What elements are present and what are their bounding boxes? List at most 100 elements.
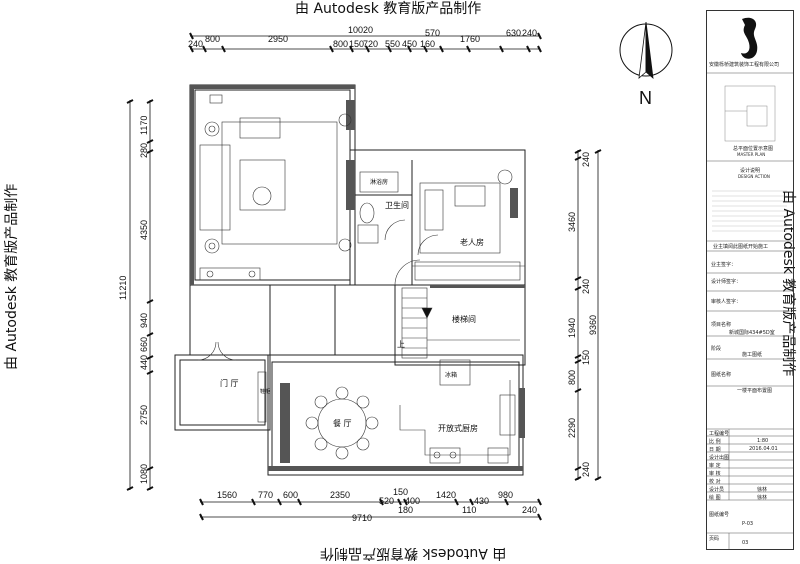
row-label: 设计出图	[709, 455, 730, 461]
row-label: 设计员	[709, 487, 725, 493]
fixture-label-shower: 淋浴房	[370, 179, 389, 186]
row-label: 审 定	[709, 463, 721, 469]
wall-poche	[190, 85, 525, 471]
stage-value: 施工图纸	[742, 352, 763, 358]
room-label-dining: 餐 厅	[333, 419, 352, 428]
dim-top: 570	[425, 28, 441, 38]
title-block-lines	[707, 17, 793, 549]
right-dimension-lines	[574, 149, 602, 481]
room-label-kitchen: 开放式厨房	[438, 424, 478, 433]
dim-right: 1940	[567, 317, 577, 338]
kitchen-fixtures	[399, 359, 516, 464]
reviewer-sign-label: 审核人签字：	[711, 299, 742, 305]
row-label: 比 例	[709, 439, 721, 445]
dim-bottom: 520	[379, 496, 395, 506]
row-value: 徐林	[757, 487, 768, 493]
row-label: 校 对	[709, 479, 721, 485]
dim-bottom: 2350	[330, 490, 351, 500]
drawing-name: 一楼平面布置图	[737, 388, 773, 394]
dim-left: 2750	[139, 404, 149, 425]
page-number: 03	[742, 540, 749, 546]
stage-label: 阶段	[711, 346, 722, 352]
row-label: 日 期	[709, 447, 721, 453]
dim-left: 440	[139, 354, 149, 370]
watermark-top: 由 Autodesk 教育版产品制作	[295, 1, 482, 17]
dim-left: 940	[139, 312, 149, 328]
dim-left: 660	[139, 336, 149, 352]
bedroom-furniture	[394, 169, 525, 286]
row-label: 审 核	[709, 471, 721, 477]
dining-table	[305, 386, 379, 460]
row-value: 徐林	[757, 495, 768, 501]
dim-top: 720	[363, 39, 379, 49]
dim-top: 240	[522, 28, 538, 38]
dim-top: 800	[333, 39, 349, 49]
dim-left: 280	[139, 142, 149, 158]
dim-bottom: 240	[522, 505, 538, 515]
drawing-label: 图纸名称	[711, 372, 732, 378]
dim-top: 160	[420, 39, 436, 49]
dim-right: 3460	[567, 211, 577, 232]
dim-bottom-total: 9710	[352, 513, 373, 523]
dim-top: 800	[205, 34, 221, 44]
dim-bottom: 980	[498, 490, 514, 500]
entry-fixtures	[197, 341, 267, 423]
dim-top: 240	[188, 39, 204, 49]
stair-drawing	[401, 287, 520, 359]
owner-confirm-text: 业主填阅此图纸开始施工	[713, 244, 769, 250]
project-name: 新城国际434#5D室	[729, 330, 775, 336]
room-label-stair: 楼梯间	[452, 315, 476, 324]
drawing-no: P-03	[742, 521, 754, 527]
dim-right: 150	[581, 349, 591, 365]
fixture-label-fridge: 冰箱	[445, 372, 458, 379]
dim-bottom: 1560	[217, 490, 238, 500]
company-logo	[741, 17, 758, 59]
dim-left: 4350	[139, 219, 149, 240]
dim-right: 240	[581, 151, 591, 167]
dim-bottom: 150	[393, 487, 409, 497]
dim-right: 800	[567, 369, 577, 385]
key-plan-subtitle: MASTER PLAN	[737, 152, 766, 157]
dim-bottom: 770	[258, 490, 274, 500]
title-block: 安徽栎桥建筑装饰工程有限公司 总平面位置示意图 MASTER PLAN 设计说明…	[706, 10, 794, 550]
dim-top: 450	[402, 39, 418, 49]
design-notes-lines	[712, 190, 787, 232]
room-label-bathroom: 卫生间	[385, 201, 409, 210]
top-dimension-lines	[189, 32, 542, 53]
design-notes-subtitle: DESIGN ACTION	[738, 174, 770, 179]
dim-right: 9360	[588, 314, 598, 335]
dim-top: 2950	[268, 34, 289, 44]
fixture-label-shoe: 鞋柜	[260, 389, 271, 395]
owner-sign-label: 业主签字：	[711, 262, 737, 268]
dim-bottom: 110	[462, 505, 477, 515]
dim-left: 1080	[139, 463, 149, 484]
design-notes-title: 设计说明	[740, 168, 761, 174]
room-label-stair-up: 上	[397, 340, 405, 349]
key-plan-title: 总平面位置示意图	[733, 146, 774, 152]
page-label: 页码	[709, 536, 720, 542]
dim-top: 1760	[460, 34, 481, 44]
dim-top-total: 10020	[348, 25, 374, 35]
project-label: 项目名称	[711, 322, 732, 328]
row-value: 2016.04.01	[749, 446, 778, 452]
dim-top: 630	[506, 28, 522, 38]
bottom-dimension-lines	[199, 498, 542, 521]
dim-bottom: 180	[398, 505, 414, 515]
dim-bottom: 1420	[436, 490, 457, 500]
row-value: 1:80	[757, 438, 769, 444]
dim-top: 150	[349, 39, 365, 49]
bathroom-fixtures	[357, 171, 406, 244]
dim-bottom: 600	[283, 490, 299, 500]
room-label-entry: 门 厅	[220, 379, 239, 388]
room-label-elderly-room: 老人房	[460, 238, 484, 247]
dim-left: 1170	[139, 115, 149, 135]
row-label: 工程编号	[709, 431, 730, 437]
dim-right: 2290	[567, 417, 577, 438]
left-dimension-lines	[126, 99, 154, 491]
company-name: 安徽栎桥建筑装饰工程有限公司	[709, 62, 780, 68]
dim-right: 240	[581, 461, 591, 477]
living-room-furniture	[199, 94, 352, 281]
row-label: 绘 图	[709, 495, 721, 501]
key-plan	[724, 85, 776, 142]
